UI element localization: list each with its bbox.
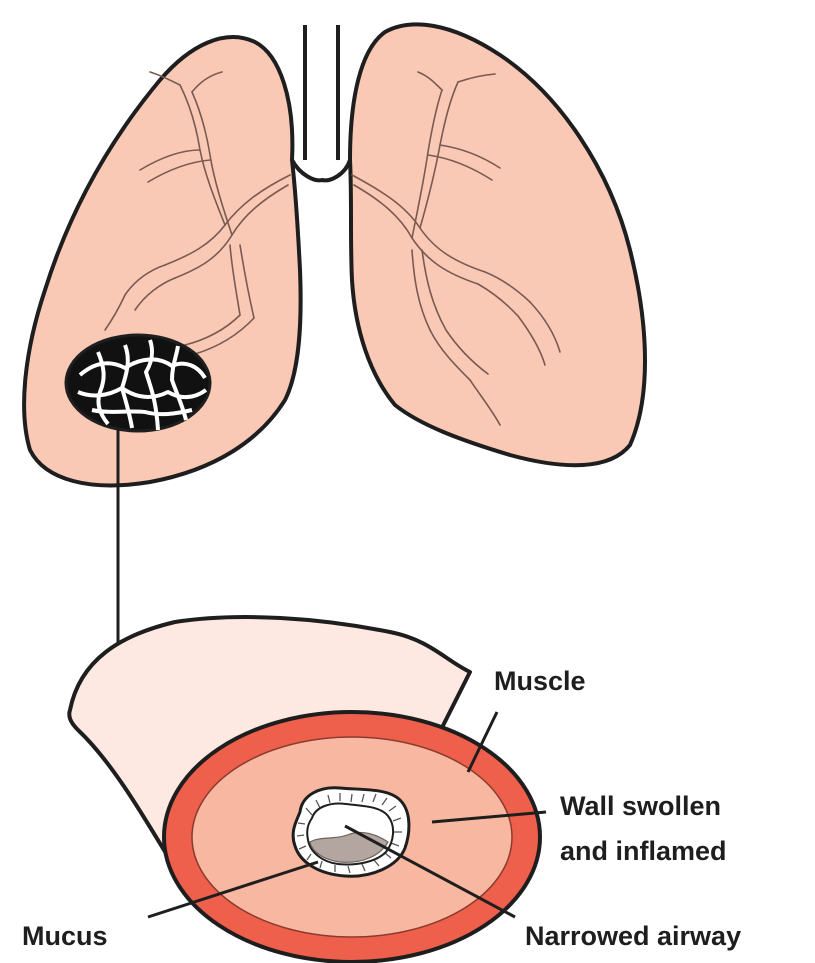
alveoli-cluster-icon <box>66 335 210 431</box>
airway-cross-section-icon <box>69 617 540 962</box>
lungs-icon <box>24 24 645 672</box>
left-lung <box>350 24 645 465</box>
carina <box>292 160 350 180</box>
label-wall-line1: Wall swollen <box>560 791 721 821</box>
label-muscle: Muscle <box>494 666 586 696</box>
label-narrowed-airway: Narrowed airway <box>525 921 741 951</box>
label-wall-line2: and inflamed <box>560 836 727 866</box>
trachea <box>305 25 338 160</box>
label-mucus: Mucus <box>22 921 108 951</box>
